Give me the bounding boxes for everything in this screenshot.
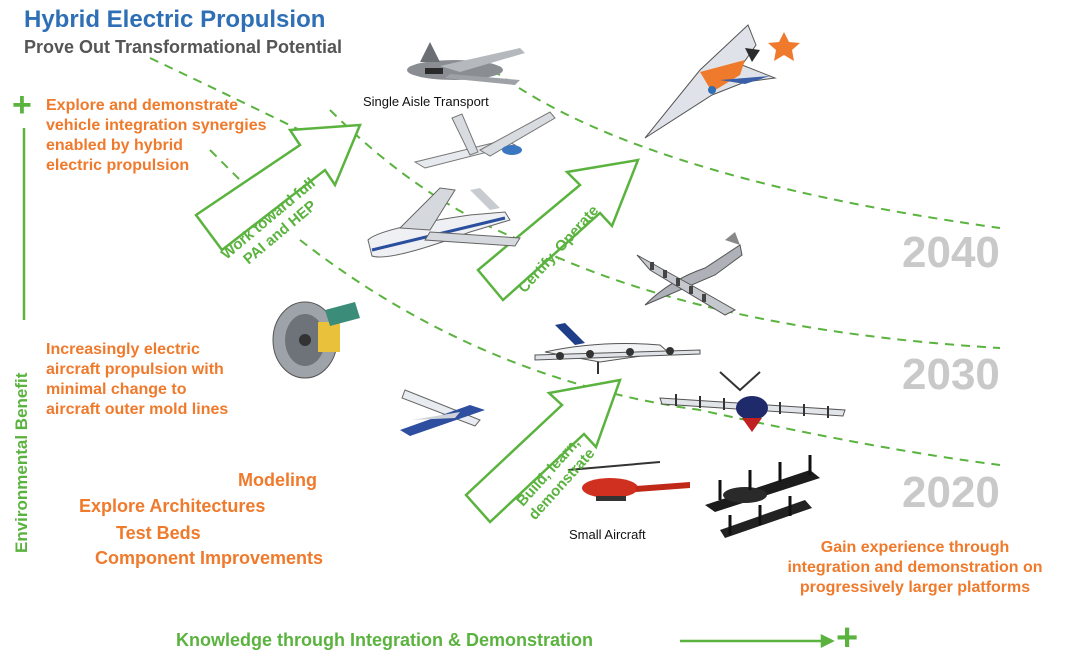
arrow-certify — [476, 158, 640, 302]
note-explore: Explore and demonstrate vehicle integrat… — [46, 96, 267, 176]
electric-business-plane-icon — [534, 323, 701, 374]
activity-modeling: Modeling — [238, 470, 317, 490]
note-gain-line: Gain experience through — [820, 539, 1010, 556]
tilt-wing-vtol-icon — [705, 455, 820, 538]
label-small-aircraft: Small Aircraft — [569, 527, 646, 542]
note-increasingly-line: aircraft outer mold lines — [46, 401, 229, 418]
single-aisle-transport-icon — [407, 42, 525, 85]
y-axis-plus-icon: + — [12, 86, 32, 124]
arrow-work-toward — [194, 123, 362, 252]
note-gain-line: integration and demonstration on — [787, 559, 1043, 576]
star-icon — [768, 32, 800, 61]
note-explore-line: vehicle integration synergies — [46, 117, 267, 134]
page-subtitle: Prove Out Transformational Potential — [24, 37, 343, 57]
y-axis-label: Environmental Benefit — [12, 372, 31, 553]
x-axis-arrowhead — [820, 633, 835, 649]
x-axis-label: Knowledge through Integration & Demonstr… — [176, 630, 593, 650]
activity-test-beds: Test Beds — [116, 523, 201, 543]
year-2020: 2020 — [902, 468, 1000, 517]
curve-2030 — [329, 109, 1001, 349]
note-explore-line: enabled by hybrid — [46, 137, 183, 154]
note-gain-line: progressively larger platforms — [799, 579, 1031, 596]
label-single-aisle-transport: Single Aisle Transport — [363, 94, 489, 109]
note-increasingly-line: minimal change to — [46, 381, 187, 398]
note-increasingly-line: aircraft propulsion with — [46, 361, 224, 378]
small-electric-plane-icon — [400, 389, 485, 436]
x-axis-plus-icon: + — [836, 617, 859, 659]
blended-wing-aircraft-icon — [644, 24, 777, 139]
page-title: Hybrid Electric Propulsion — [24, 6, 326, 33]
helicopter-drone-icon — [567, 461, 690, 501]
twin-turboprop-icon — [413, 111, 556, 169]
note-increasingly-line: Increasingly electric — [46, 341, 200, 358]
curve-2040 — [149, 57, 341, 151]
note-gain: Gain experience through integration and … — [760, 538, 1070, 598]
evtol-tiltrotor-icon — [659, 371, 846, 432]
note-increasingly: Increasingly electric aircraft propulsio… — [46, 340, 228, 420]
activity-explore-architectures: Explore Architectures — [79, 496, 266, 516]
arrow-build — [464, 378, 622, 524]
classic-airliner-icon — [367, 187, 521, 258]
distributed-prop-aircraft-icon — [636, 232, 743, 316]
note-explore-line: electric propulsion — [46, 157, 190, 174]
year-2030: 2030 — [902, 350, 1000, 399]
curve-2040-b — [479, 59, 1001, 229]
curve-2020 — [299, 239, 1001, 466]
electric-motor-cutaway-icon — [272, 301, 360, 379]
activity-component-improvements: Component Improvements — [95, 548, 324, 568]
note-explore-line: Explore and demonstrate — [46, 97, 239, 114]
year-2040: 2040 — [902, 228, 1000, 277]
